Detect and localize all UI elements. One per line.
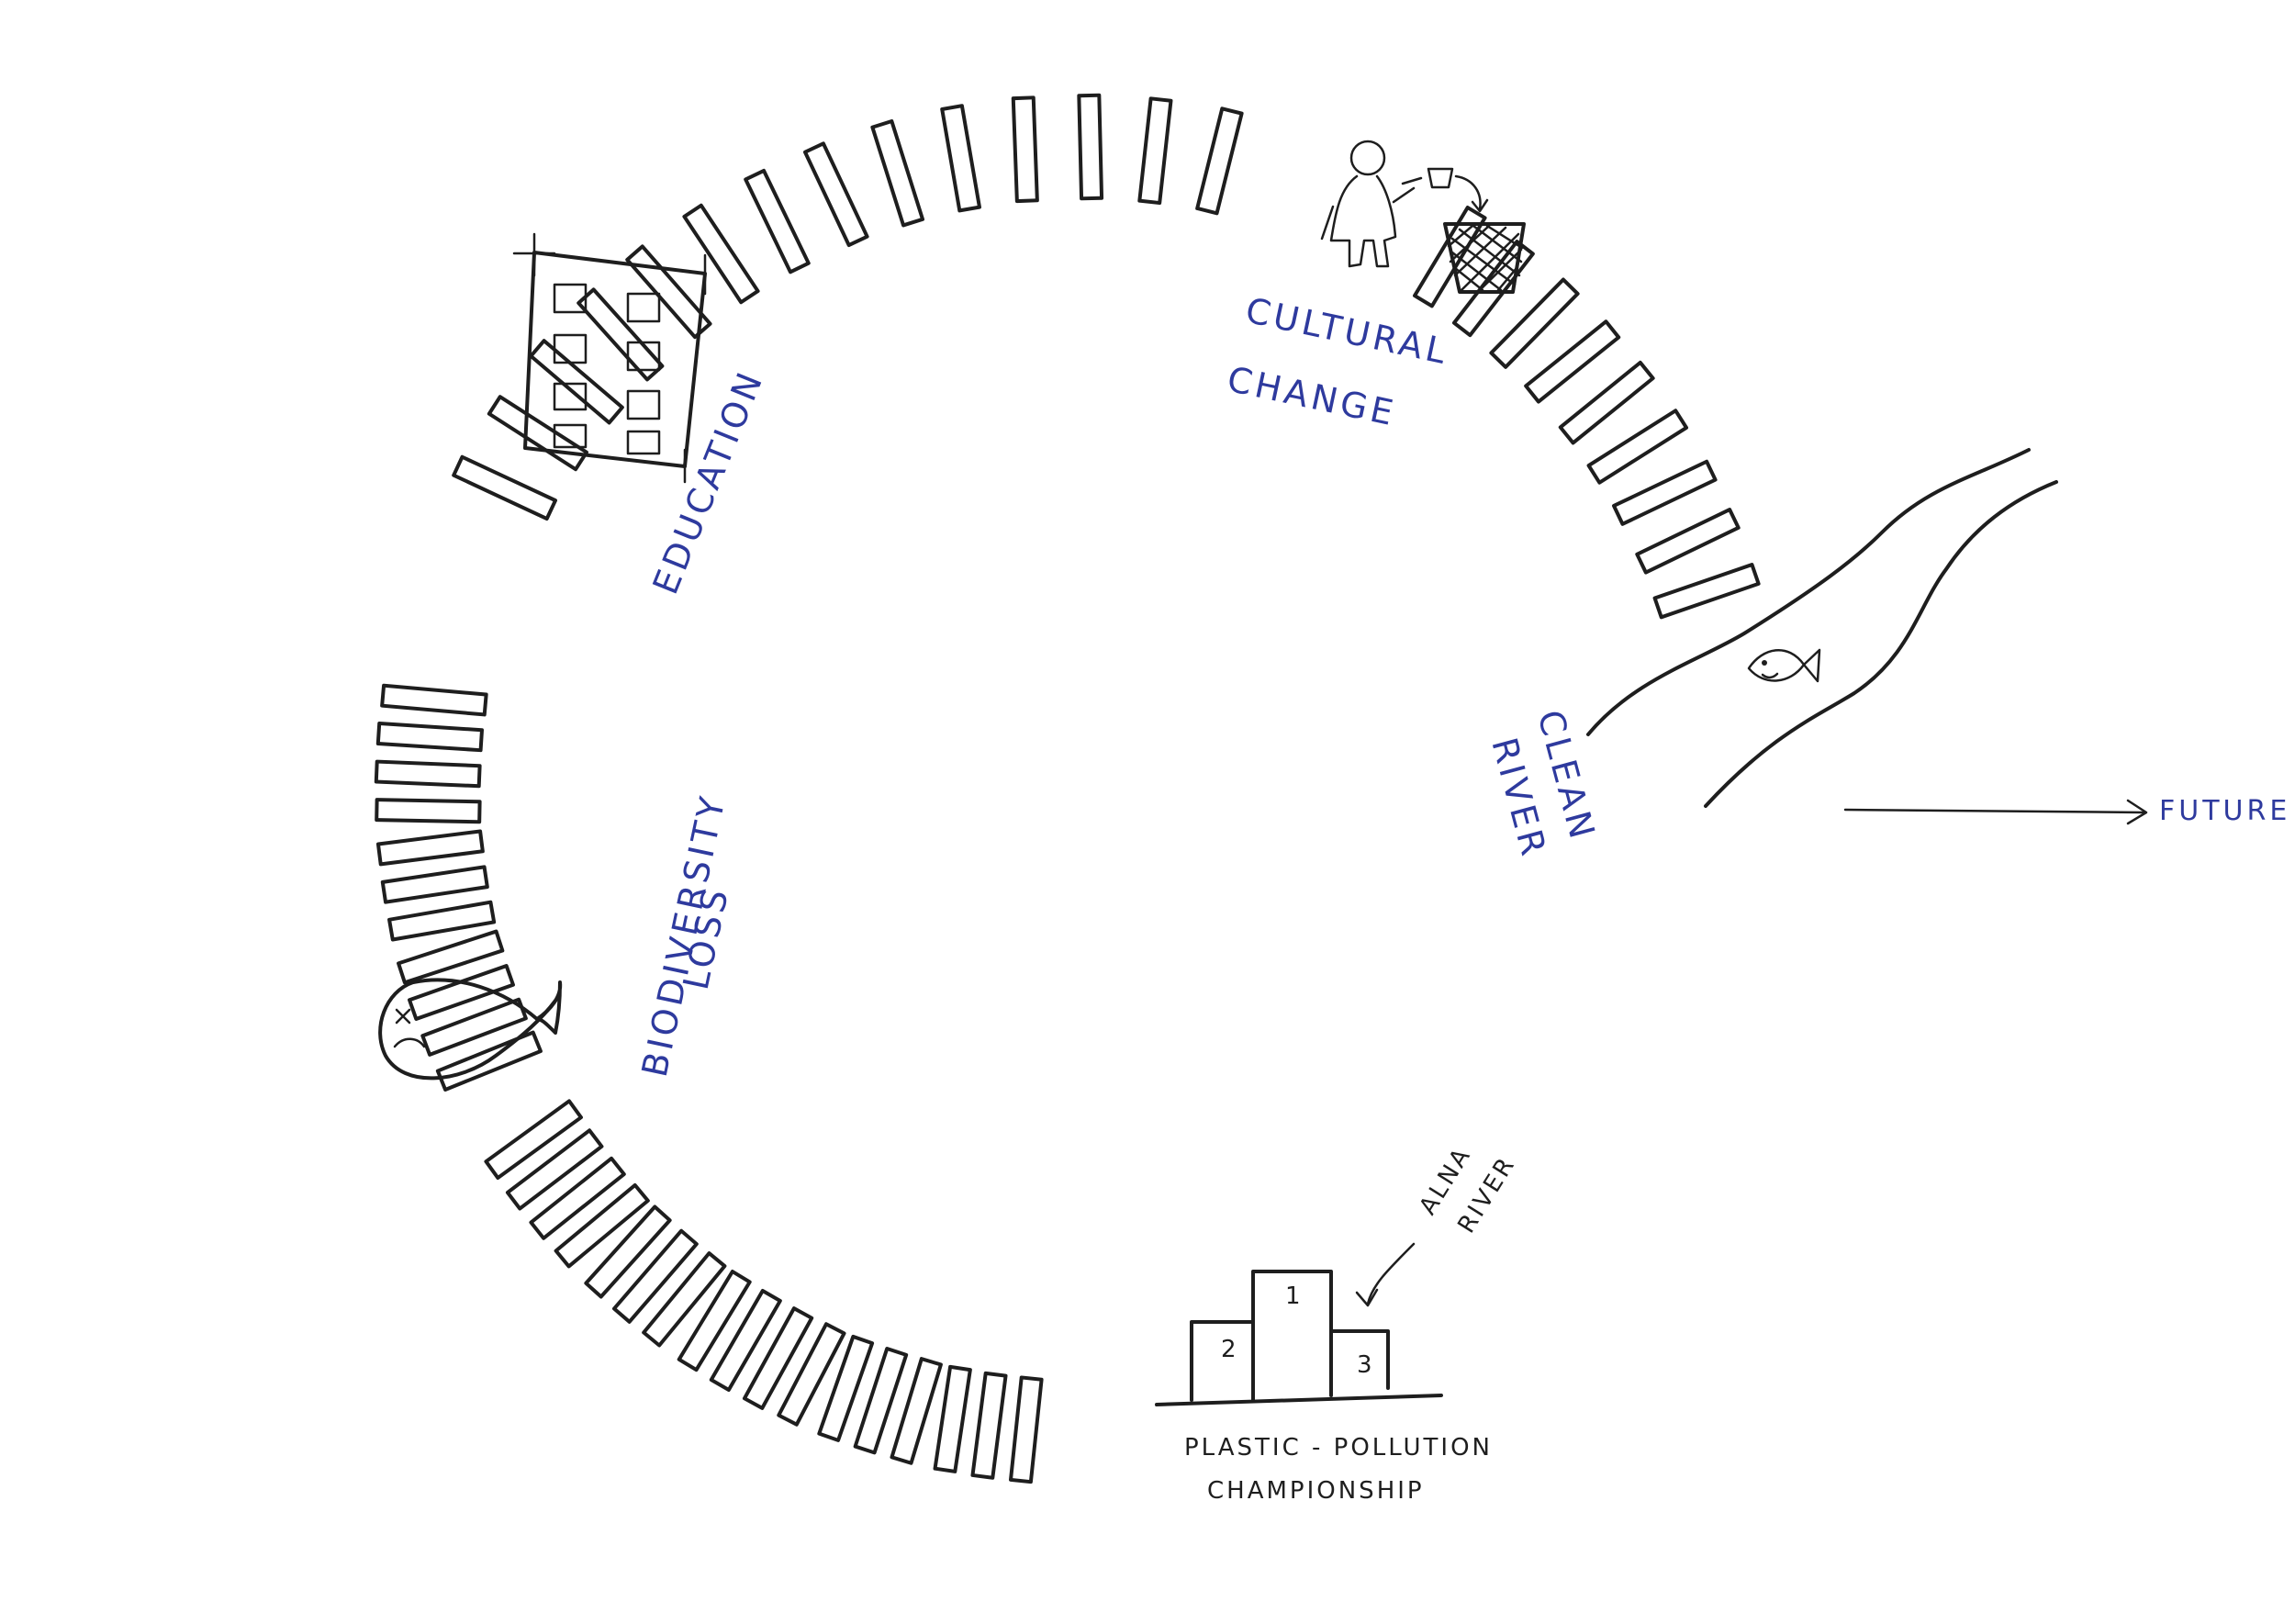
plank <box>529 339 624 425</box>
river-icon <box>1586 448 2058 808</box>
plank <box>435 1030 543 1092</box>
plank <box>933 1364 972 1473</box>
plank <box>625 244 712 340</box>
building-icon <box>512 232 707 484</box>
plank <box>682 203 760 305</box>
plank <box>611 1228 699 1324</box>
plank <box>970 1371 1008 1480</box>
plank <box>584 1204 672 1299</box>
plank <box>677 1270 752 1372</box>
plank <box>1195 106 1244 216</box>
plank <box>577 287 665 382</box>
plank <box>1413 206 1487 308</box>
cup-icon <box>1401 167 1489 213</box>
arrow-right-icon <box>1843 799 2148 825</box>
plank-circle <box>374 93 1761 1484</box>
label-future: FUTURE <box>2159 795 2290 827</box>
plank <box>890 1357 943 1465</box>
plank <box>1635 508 1741 575</box>
plank <box>642 1251 727 1348</box>
plank <box>709 1289 782 1392</box>
podium-first: 1 <box>1285 1282 1301 1310</box>
plank <box>1137 96 1173 206</box>
arrow-to-podium-icon <box>1355 1242 1416 1307</box>
plank <box>529 1156 626 1240</box>
plank <box>487 395 588 472</box>
plank <box>484 1099 583 1181</box>
plank <box>1612 459 1718 526</box>
plank <box>375 798 482 824</box>
plank <box>387 900 497 942</box>
plank <box>505 1128 604 1211</box>
plank <box>1077 93 1104 201</box>
plank <box>1009 1375 1044 1484</box>
plank <box>940 104 981 213</box>
person-icon <box>1320 140 1416 268</box>
plank <box>870 118 925 228</box>
plank <box>744 168 811 274</box>
podium-second: 2 <box>1221 1336 1237 1363</box>
plank <box>1524 319 1621 404</box>
plank <box>374 759 482 789</box>
label-education: EDUCATION <box>645 364 772 599</box>
trash-basket-icon <box>1443 222 1526 294</box>
label-change: CHANGE <box>1224 359 1400 434</box>
plank <box>1451 240 1535 338</box>
label-championship-line2: CHAMPIONSHIP <box>1207 1477 1425 1505</box>
dead-fish-icon <box>378 978 563 1081</box>
plank <box>1586 409 1689 485</box>
plank <box>375 722 484 753</box>
plank <box>803 141 869 248</box>
plank <box>1558 360 1655 445</box>
happy-fish-icon <box>1747 648 1821 683</box>
plank <box>554 1182 650 1269</box>
podium-icon: 1 2 3 <box>1155 1270 1443 1406</box>
plank <box>742 1306 814 1410</box>
plank <box>380 865 489 904</box>
plank <box>777 1322 846 1427</box>
plank <box>817 1334 875 1442</box>
plank <box>452 454 558 521</box>
label-cultural: CULTURAL <box>1242 290 1453 373</box>
plank <box>853 1347 909 1455</box>
plank <box>1489 277 1580 369</box>
plank <box>397 929 505 985</box>
plank <box>380 683 488 717</box>
plank <box>1011 95 1039 204</box>
podium-third: 3 <box>1357 1351 1372 1379</box>
label-championship-line1: PLASTIC - POLLUTION <box>1184 1434 1493 1462</box>
plank <box>375 829 485 867</box>
plank <box>1652 563 1761 620</box>
